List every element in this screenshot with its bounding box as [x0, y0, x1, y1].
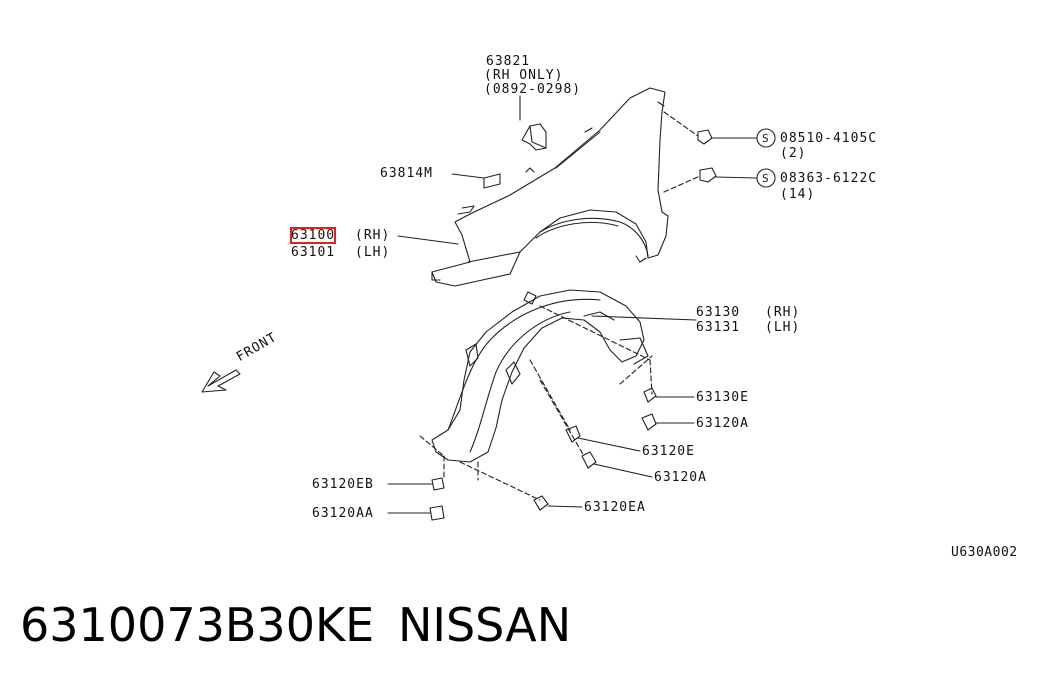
label-08510-4105c[interactable]: 08510-4105C: [780, 131, 878, 146]
label-63101-side: (LH): [355, 245, 391, 260]
bolt-08363: [663, 167, 776, 193]
label-63821-date-range: (0892-0298): [484, 82, 582, 97]
label-08363-qty: (14): [780, 187, 816, 202]
label-08510-qty: (2): [780, 146, 807, 161]
part-number: 6310073B30KE: [20, 598, 375, 652]
label-63100-side: (RH): [355, 228, 391, 243]
label-63120a-lower[interactable]: 63120A: [654, 470, 707, 485]
s-symbol-icon: S: [762, 132, 769, 145]
fastener-63120ea: [533, 495, 583, 511]
bracket-63821: [519, 95, 547, 151]
brand-name: NISSAN: [398, 598, 572, 652]
label-63821[interactable]: 63821: [486, 54, 531, 69]
fastener-63120a-2: [581, 451, 653, 478]
fastener-63120a-1: [641, 413, 695, 431]
label-63120e[interactable]: 63120E: [642, 444, 695, 459]
label-63130[interactable]: 63130: [696, 305, 741, 320]
label-63821-rh-only: (RH ONLY): [484, 68, 564, 83]
label-63120aa[interactable]: 63120AA: [312, 506, 374, 521]
diagram-id: U630A002: [951, 545, 1018, 560]
front-arrow: [201, 369, 241, 393]
label-63814m[interactable]: 63814M: [380, 166, 433, 181]
label-63120ea[interactable]: 63120EA: [584, 500, 646, 515]
fender-liner: [419, 289, 697, 501]
label-08363-6122c[interactable]: 08363-6122C: [780, 171, 878, 186]
label-63130e[interactable]: 63130E: [696, 390, 749, 405]
clip-63814m: [451, 173, 501, 189]
label-63131-side: (LH): [765, 320, 801, 335]
fastener-63120eb: [387, 477, 445, 491]
label-63120eb[interactable]: 63120EB: [312, 477, 374, 492]
fastener-63120aa: [387, 505, 445, 521]
label-63131[interactable]: 63131: [696, 320, 741, 335]
fastener-63120e: [565, 425, 641, 452]
label-63130-side: (RH): [765, 305, 801, 320]
label-63120a-upper[interactable]: 63120A: [696, 416, 749, 431]
bolt-08510: [663, 111, 776, 148]
s-symbol-icon: S: [762, 172, 769, 185]
fender-panel: [431, 87, 669, 287]
fastener-63130e: [643, 387, 695, 403]
label-63101[interactable]: 63101: [291, 245, 336, 260]
label-63100[interactable]: 63100: [289, 227, 337, 244]
